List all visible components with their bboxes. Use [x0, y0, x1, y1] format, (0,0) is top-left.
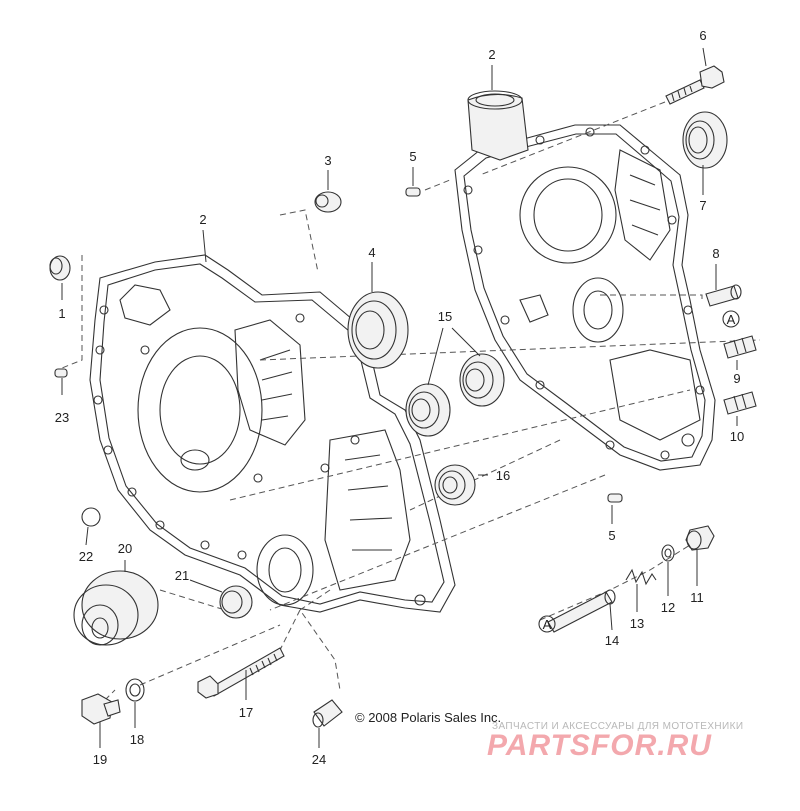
part-5-dowel-pin-bottom	[607, 493, 623, 503]
callout-7: 7	[699, 198, 706, 213]
reference-label-a: A	[543, 617, 552, 632]
copyright-notice: © 2008 Polaris Sales Inc.	[355, 710, 502, 725]
part-22-plug	[81, 507, 101, 527]
callout-13: 13	[630, 616, 644, 631]
reference-label-a: A	[727, 312, 736, 327]
callout-17: 17	[239, 705, 253, 720]
callout-9: 9	[733, 371, 740, 386]
watermark-tagline: ЗАПЧАСТИ И АКСЕССУАРЫ ДЛЯ МОТОТЕХНИКИ	[492, 721, 744, 732]
watermark-brand-logo: PARTSFOR.RU	[487, 729, 712, 762]
part-15-bearing-b	[405, 383, 451, 437]
part-15-bearing-a	[459, 353, 505, 407]
callout-16: 16	[496, 468, 510, 483]
part-20-strainer	[73, 570, 159, 646]
part-5-dowel-pin-top	[405, 187, 421, 197]
part-3-dowel-sleeve	[314, 191, 342, 213]
part-1-dowel-sleeve	[49, 255, 71, 281]
part-12-washer	[661, 544, 675, 562]
part-16-bearing	[434, 464, 476, 506]
part-18-washer	[125, 678, 145, 702]
part-23-dowel-pin	[54, 368, 68, 378]
assembly-guide-lines	[61, 101, 761, 701]
callout-14: 14	[605, 633, 619, 648]
callout-8: 8	[712, 246, 719, 261]
part-13-spring	[625, 568, 657, 586]
callout-5-bottom: 5	[608, 528, 615, 543]
part-17-long-bolt	[197, 647, 285, 699]
callout-24: 24	[312, 752, 326, 767]
callout-19: 19	[93, 752, 107, 767]
right-crankcase-half	[454, 90, 716, 471]
part-8-sleeve	[705, 284, 742, 307]
callout-10: 10	[730, 429, 744, 444]
callout-21: 21	[175, 568, 189, 583]
callout-15: 15	[438, 309, 452, 324]
part-11-plug-bolt	[685, 525, 715, 551]
part-7-oil-seal	[682, 111, 728, 169]
reference-marker-a-upper: A	[722, 310, 740, 328]
part-19-drain-plug	[81, 693, 121, 725]
callout-11: 11	[690, 590, 704, 605]
callout-23: 23	[55, 410, 69, 425]
part-10-fitting	[723, 391, 757, 415]
part-21-oil-seal	[219, 585, 253, 619]
callout-2-right-case: 2	[488, 47, 495, 62]
part-14-plunger	[547, 589, 616, 633]
part-24-fitting	[312, 699, 343, 728]
callout-labels: 1 2 2 3 4 5 5 6 7 8 9 10 11 12 13 14 15 …	[55, 28, 744, 767]
part-9-fitting	[723, 335, 757, 359]
callout-6: 6	[699, 28, 706, 43]
callout-2-left-case: 2	[199, 212, 206, 227]
callout-4: 4	[368, 245, 375, 260]
callout-12: 12	[661, 600, 675, 615]
callout-1: 1	[58, 306, 65, 321]
part-6-bolt	[665, 65, 725, 105]
left-crankcase-half	[89, 254, 456, 613]
reference-marker-a-lower: A	[538, 615, 556, 633]
callout-5-top: 5	[409, 149, 416, 164]
part-4-bearing	[347, 291, 409, 369]
callout-22: 22	[79, 549, 93, 564]
callout-leaders	[61, 47, 738, 748]
callout-18: 18	[130, 732, 144, 747]
callout-3: 3	[324, 153, 331, 168]
callout-20: 20	[118, 541, 132, 556]
